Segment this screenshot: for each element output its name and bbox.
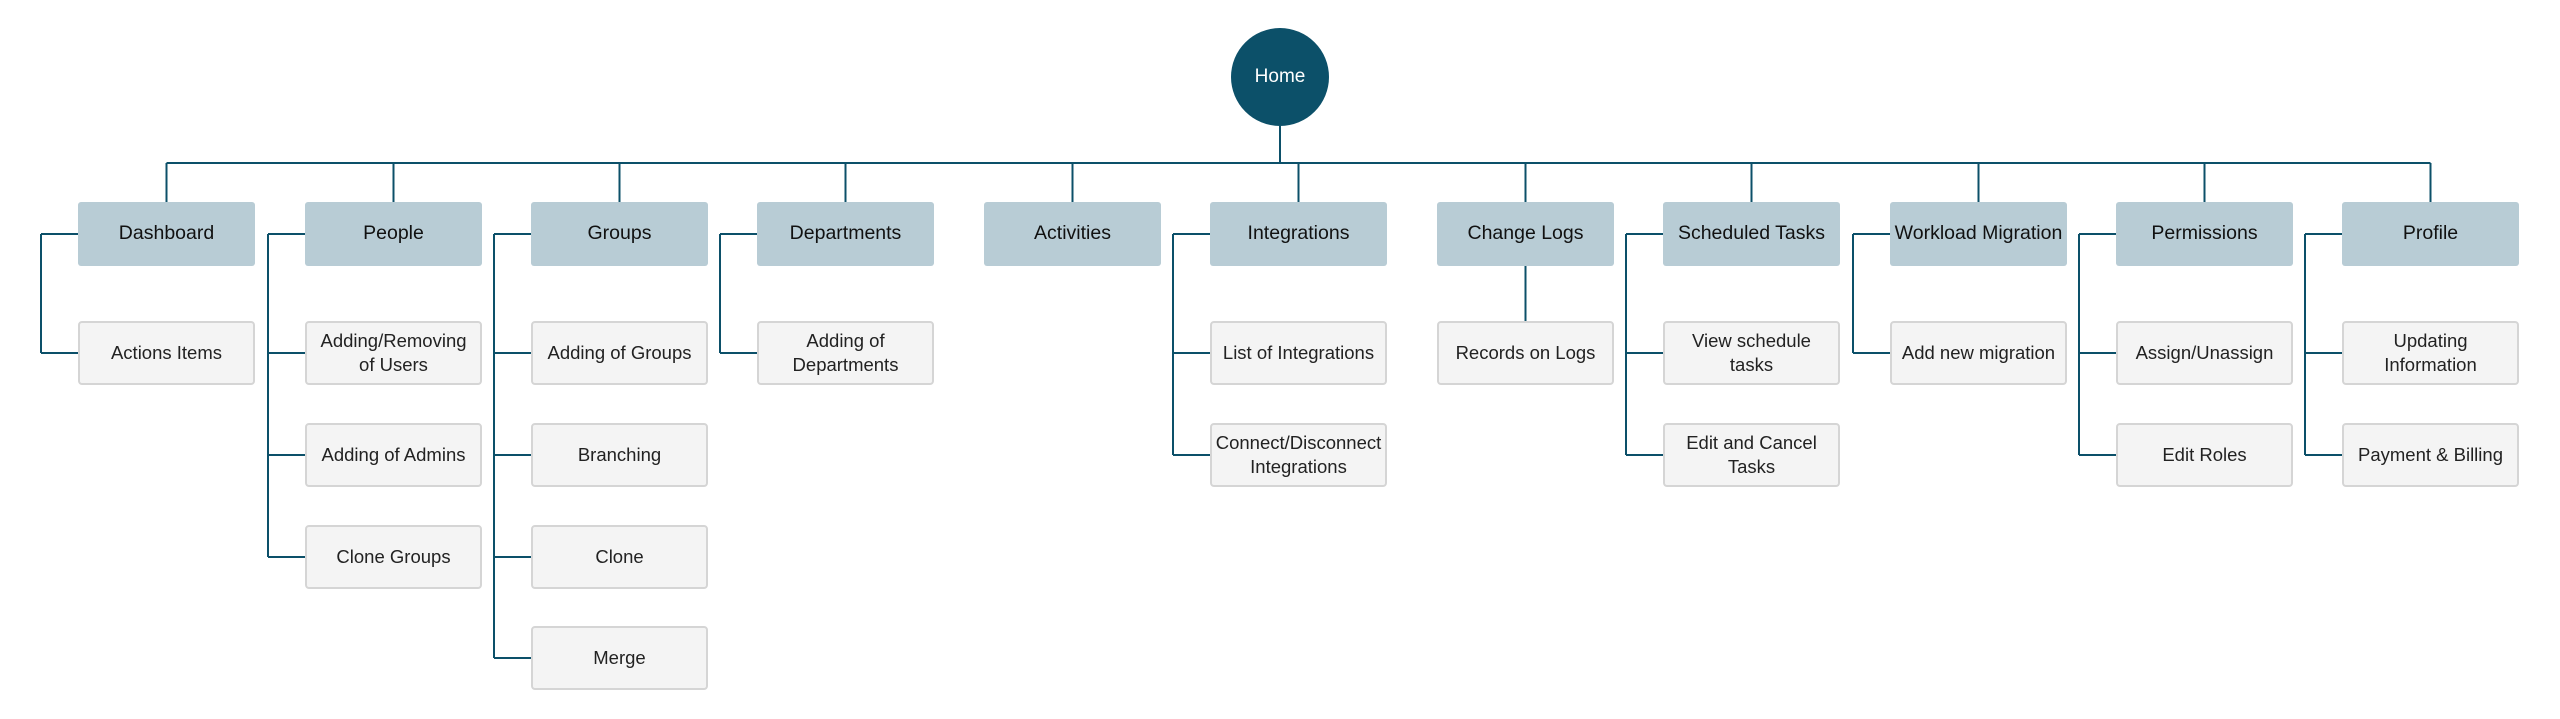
page-node-connect-disconnect-integrations: Connect/Disconnect Integrations	[1210, 423, 1387, 487]
section-node-label: Workload Migration	[1894, 222, 2063, 245]
section-node-activities: Activities	[984, 202, 1161, 266]
section-node-integrations: Integrations	[1210, 202, 1387, 266]
page-node-updating-information: Updating Information	[2342, 321, 2519, 385]
page-node-add-new-migration: Add new migration	[1890, 321, 2067, 385]
page-node-merge: Merge	[531, 626, 708, 690]
page-node-label: Clone Groups	[336, 545, 451, 567]
section-node-dashboard: Dashboard	[78, 202, 255, 266]
page-node-label: List of Integrations	[1222, 341, 1375, 363]
page-node-label: Adding of Admins	[321, 443, 466, 465]
page-node-records-on-logs: Records on Logs	[1437, 321, 1614, 385]
page-node-clone: Clone	[531, 525, 708, 589]
page-node-label: Actions Items	[110, 341, 223, 363]
page-node-label: Records on Logs	[1455, 341, 1596, 363]
page-node-actions-items: Actions Items	[78, 321, 255, 385]
section-node-workload-migration: Workload Migration	[1890, 202, 2067, 266]
page-node-adding-removing-users: Adding/Removing of Users	[305, 321, 482, 385]
root-node-home: Home	[1231, 28, 1329, 126]
section-node-label: Scheduled Tasks	[1677, 222, 1826, 245]
page-node-label: Edit Roles	[2162, 443, 2247, 465]
section-node-label: Departments	[789, 222, 902, 245]
page-node-label: Adding/Removing of Users	[320, 329, 467, 375]
section-node-label: Groups	[587, 222, 652, 245]
page-node-clone-groups: Clone Groups	[305, 525, 482, 589]
page-node-edit-cancel-tasks: Edit and Cancel Tasks	[1663, 423, 1840, 487]
page-node-adding-groups: Adding of Groups	[531, 321, 708, 385]
section-node-departments: Departments	[757, 202, 934, 266]
root-node-label: Home	[1254, 65, 1306, 87]
section-node-label: Dashboard	[118, 222, 215, 245]
page-node-payment-billing: Payment & Billing	[2342, 423, 2519, 487]
page-node-label: Clone	[595, 545, 644, 567]
section-node-people: People	[305, 202, 482, 266]
page-node-view-schedule-tasks: View schedule tasks	[1663, 321, 1840, 385]
page-node-label: Connect/Disconnect Integrations	[1215, 431, 1382, 477]
page-node-list-integrations: List of Integrations	[1210, 321, 1387, 385]
page-node-assign-unassign: Assign/Unassign	[2116, 321, 2293, 385]
page-node-branching: Branching	[531, 423, 708, 487]
section-node-label: Integrations	[1247, 222, 1350, 245]
section-node-permissions: Permissions	[2116, 202, 2293, 266]
page-node-label: View schedule tasks	[1692, 329, 1811, 375]
section-node-label: Activities	[1034, 222, 1111, 245]
section-node-profile: Profile	[2342, 202, 2519, 266]
section-node-label: Permissions	[2151, 222, 2258, 245]
page-node-adding-admins: Adding of Admins	[305, 423, 482, 487]
page-node-label: Assign/Unassign	[2135, 341, 2274, 363]
page-node-label: Adding of Groups	[547, 341, 692, 363]
section-node-label: People	[363, 222, 424, 245]
page-node-label: Merge	[593, 646, 646, 668]
section-node-label: Change Logs	[1467, 222, 1584, 245]
page-node-label: Updating Information	[2384, 329, 2477, 375]
page-node-label: Edit and Cancel Tasks	[1686, 431, 1817, 477]
section-node-label: Profile	[2402, 222, 2459, 245]
page-node-label: Payment & Billing	[2358, 443, 2503, 465]
page-node-label: Branching	[577, 443, 662, 465]
page-node-edit-roles: Edit Roles	[2116, 423, 2293, 487]
page-node-adding-departments: Adding of Departments	[757, 321, 934, 385]
page-node-label: Add new migration	[1901, 341, 2056, 363]
section-node-groups: Groups	[531, 202, 708, 266]
section-node-scheduled-tasks: Scheduled Tasks	[1663, 202, 1840, 266]
section-node-change-logs: Change Logs	[1437, 202, 1614, 266]
page-node-label: Adding of Departments	[792, 329, 899, 375]
